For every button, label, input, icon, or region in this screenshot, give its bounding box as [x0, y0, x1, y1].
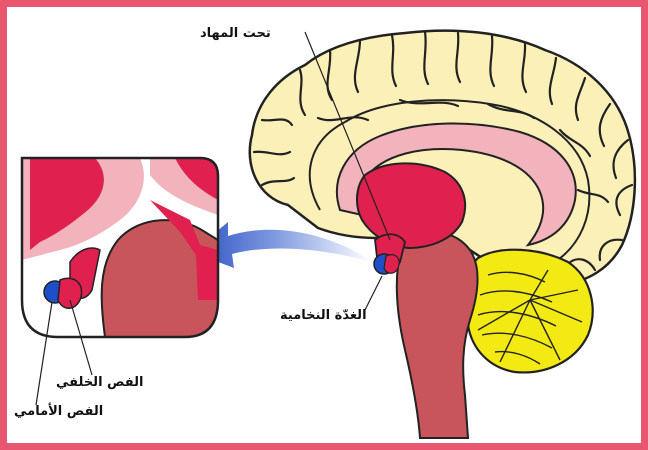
hypothalamus-label: تحت المهاد — [200, 26, 271, 41]
brainstem — [397, 233, 478, 438]
anterior-lobe-label: الفص الأمامي — [14, 404, 103, 419]
pituitary-gland-small — [374, 254, 399, 274]
cerebellum — [464, 250, 592, 373]
pituitary-pointer — [365, 276, 382, 310]
posterior-lobe — [58, 278, 82, 308]
inset-view — [22, 158, 218, 337]
pituitary-gland-label: الغدّة النخامية — [280, 308, 367, 323]
posterior-lobe-label: الفص الخلفي — [56, 375, 143, 390]
